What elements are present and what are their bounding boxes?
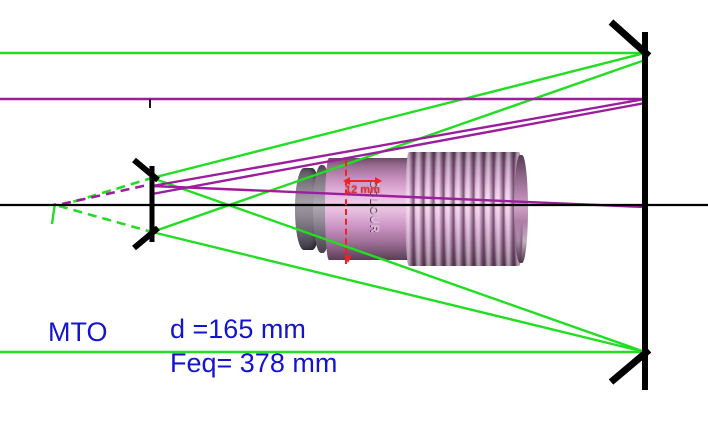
focal-length-label: Feq= 378 mm bbox=[170, 348, 338, 378]
rear-lens-arrow-top bbox=[608, 19, 652, 59]
green-ray-front-lens-up bbox=[151, 58, 646, 234]
sensor-dimension-line bbox=[346, 180, 380, 182]
system-label: MTO bbox=[48, 317, 108, 347]
sensor-dimension-label: 12 mm bbox=[345, 184, 380, 196]
front-lens-arrow-top bbox=[132, 157, 160, 183]
purple-virtual-ray-group bbox=[61, 182, 153, 206]
front-lens-arrow-bottom bbox=[132, 225, 160, 251]
green-ray-front-lens-down bbox=[151, 176, 646, 354]
green-ray-lower-reflected bbox=[151, 230, 646, 354]
rear-lens-arrow-bottom bbox=[608, 347, 652, 385]
green-ray-group bbox=[0, 51, 646, 354]
green-focus-tick bbox=[50, 202, 57, 225]
purple-ray-front-lens-up bbox=[151, 101, 646, 196]
green-ray-upper-reflected bbox=[151, 51, 646, 180]
green-virtual-ray-group bbox=[58, 176, 153, 234]
purple-ray-front-lens-down bbox=[151, 184, 646, 209]
green-virtual-ray-upper bbox=[58, 176, 153, 208]
purple-ray-group bbox=[0, 97, 646, 209]
purple-virtual-ray bbox=[61, 182, 153, 206]
sensor-dimension-arrow-left bbox=[343, 177, 350, 185]
sensor-plane-dashed-line bbox=[345, 160, 347, 264]
front-objective-lens bbox=[132, 157, 160, 251]
green-virtual-ray-lower bbox=[58, 204, 153, 234]
purple-ray-reflected bbox=[151, 97, 646, 188]
sensor-dimension-arrow-right bbox=[375, 177, 382, 185]
sensor-plane-arrow-down bbox=[344, 255, 352, 263]
distance-label: d =165 mm bbox=[170, 314, 306, 344]
rear-mirror-lens bbox=[608, 19, 652, 390]
